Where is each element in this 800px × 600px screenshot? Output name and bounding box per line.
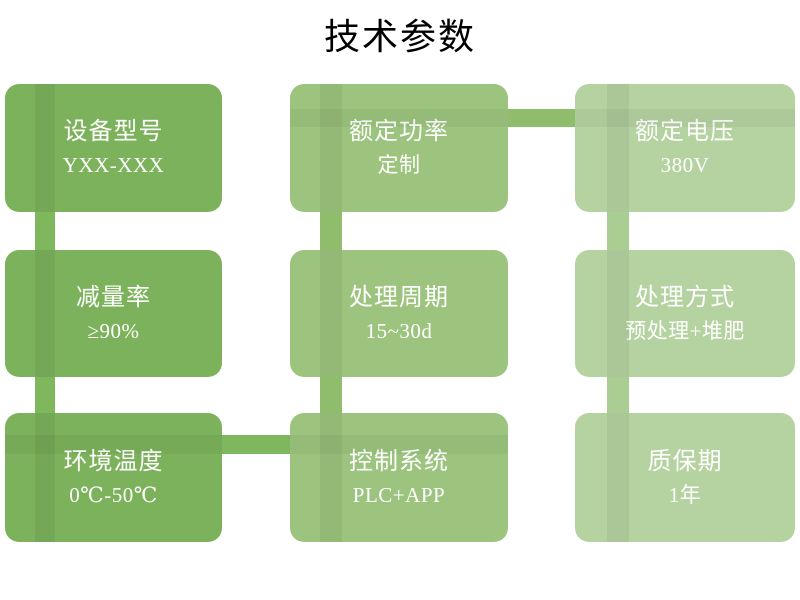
node-value: 380V (660, 153, 710, 177)
node-value: ≥90% (87, 318, 140, 343)
node-title: 质保期 (647, 448, 723, 475)
node-title: 处理方式 (635, 284, 735, 311)
node-ambient-temperature[interactable]: 环境温度 0℃-50℃ (5, 413, 222, 542)
node-warranty-period[interactable]: 质保期 1年 (575, 413, 795, 542)
node-accent-strip (320, 250, 342, 377)
node-value: YXX-XXX (62, 153, 165, 177)
node-rated-power[interactable]: 额定功率定制 (290, 84, 508, 212)
node-value: 15~30d (365, 318, 433, 343)
node-device-model[interactable]: 设备型号 YXX-XXX (5, 84, 222, 212)
node-accent-strip (607, 84, 629, 212)
node-accent-strip (35, 84, 55, 212)
node-accent-strip (320, 413, 342, 542)
node-title: 减量率 (76, 284, 151, 311)
node-rated-voltage[interactable]: 额定电压 380V (575, 84, 795, 212)
node-title: 设备型号 (63, 119, 164, 145)
node-title: 控制系统 (349, 448, 449, 475)
page-title: 技术参数 (323, 17, 476, 57)
node-title: 环境温度 (63, 448, 164, 475)
node-title: 处理周期 (349, 284, 449, 311)
node-control-system[interactable]: 控制系统 PLC+APP (290, 413, 508, 542)
node-accent-strip (35, 413, 55, 542)
node-treatment-method[interactable]: 处理方式预处理+堆肥 (575, 250, 795, 377)
node-value: 0℃-50℃ (69, 482, 158, 507)
node-title: 额定功率 (349, 119, 449, 145)
node-accent-strip (607, 413, 629, 542)
node-value: 预处理+堆肥 (625, 318, 745, 343)
node-accent-strip (607, 250, 629, 377)
node-title: 额定电压 (635, 119, 735, 145)
node-value: 1年 (668, 482, 702, 507)
node-treatment-cycle[interactable]: 处理周期 15~30d (290, 250, 508, 377)
node-accent-strip (320, 84, 342, 212)
node-value: PLC+APP (352, 482, 446, 507)
node-value: 定制 (377, 153, 421, 177)
node-accent-strip (35, 250, 55, 377)
node-reduction-rate[interactable]: 减量率 ≥90% (5, 250, 222, 377)
